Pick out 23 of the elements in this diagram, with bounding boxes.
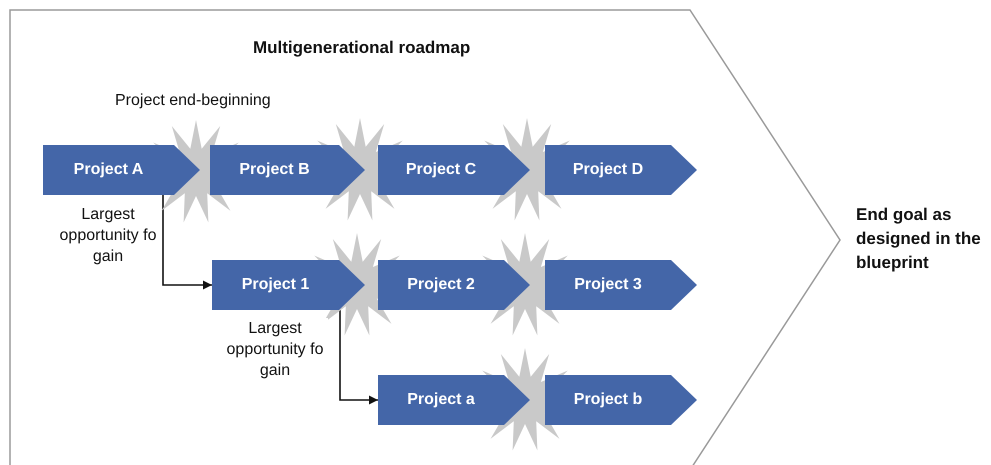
annotation-text: Project end-beginning	[115, 92, 271, 110]
project-label: Project D	[572, 161, 644, 179]
project-label: Project B	[238, 161, 311, 179]
project-label: Project A	[72, 161, 144, 179]
project-banner	[210, 145, 365, 195]
project-label: Project b	[572, 391, 644, 409]
project-banner	[378, 375, 530, 425]
elbow-arrow	[339, 310, 378, 404]
project-banner	[212, 260, 365, 310]
project-label: Project 2	[406, 276, 476, 294]
project-banner	[378, 145, 530, 195]
elbow-arrow	[162, 195, 212, 290]
project-label: Project 1	[240, 276, 310, 294]
diagram-heading: Multigenerational roadmap	[253, 38, 470, 58]
project-banner	[545, 260, 697, 310]
project-banner	[43, 145, 200, 195]
project-label: Project a	[406, 391, 476, 409]
goal-text: End goal as designed in the blueprint	[856, 204, 982, 274]
project-banner	[545, 375, 697, 425]
project-label: Project 3	[573, 276, 643, 294]
project-label: Project C	[404, 161, 478, 179]
project-banner	[545, 145, 697, 195]
project-banner	[378, 260, 530, 310]
